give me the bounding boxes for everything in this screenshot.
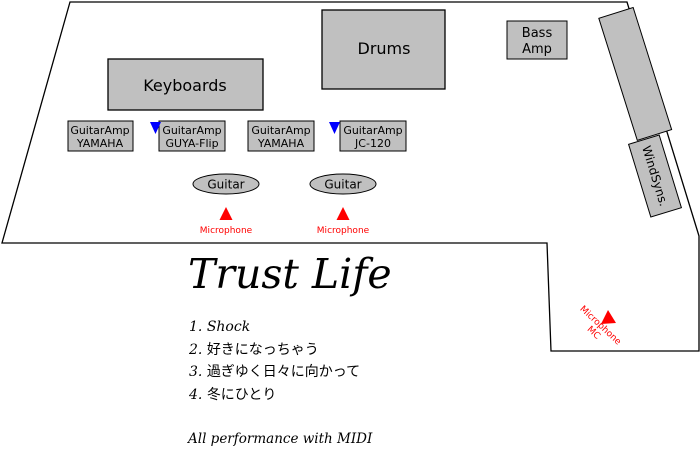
guitar-amp-3-line1: GuitarAmp [251,124,310,137]
drums-label: Drums [358,39,411,58]
guitar-amp-jc-120: GuitarAmp JC-120 [339,120,407,152]
guitar-amp-3-line2: YAMAHA [257,137,305,150]
setlist-number: 4. [189,386,203,403]
microphone-1-label: Microphone [200,226,253,236]
bass-amp-label-line2: Amp [522,42,552,57]
setlist-song: 好きになっちゃう [206,341,319,358]
setlist-song: Shock [206,319,251,335]
guitar-amp-2-line2: GUYA-Flip [165,137,218,150]
guitar-amp-guya-flip: GuitarAmp GUYA-Flip [158,120,226,152]
guitar-amp-1-line1: GuitarAmp [70,124,129,137]
setlist: 1. Shock 2. 好きになっちゃう 3. 過ぎゆく日々に向かって 4. 冬… [189,316,360,406]
guitar-position-2: Guitar [309,173,377,195]
setlist-item: 3. 過ぎゆく日々に向かって [189,361,360,384]
guitar-amp-4-line1: GuitarAmp [343,124,402,137]
microphone-2-label: Microphone [317,226,370,236]
microphone-marker-icon [219,207,233,220]
bass-amp-label-line1: Bass [522,26,553,41]
amp-direction-marker-icon [329,122,340,134]
guitar-amp-2-line1: GuitarAmp [162,124,221,137]
keyboards-box: Keyboards [107,58,264,111]
guitar-amp-4-line2: JC-120 [354,137,391,150]
bass-amp-box: Bass Amp [506,20,568,60]
right-equipment-strip [598,6,673,142]
setlist-song: 冬にひとり [206,386,277,403]
show-title: Trust Life [188,250,392,298]
setlist-item: 4. 冬にひとり [189,384,360,407]
microphone-marker-icon [336,207,350,220]
guitar-amp-1-line2: YAMAHA [76,137,124,150]
setlist-item: 1. Shock [189,316,360,339]
wind-synth-box: WindSyns. [627,134,683,218]
guitar-position-1: Guitar [192,173,260,195]
guitar-1-label: Guitar [207,178,244,192]
setlist-number: 1. [189,319,203,335]
mc-microphone-marker-icon [601,310,616,324]
setlist-item: 2. 好きになっちゃう [189,339,360,362]
drums-box: Drums [321,9,446,90]
keyboards-label: Keyboards [143,76,227,95]
setlist-song: 過ぎゆく日々に向かって [206,364,361,380]
performance-note: All performance with MIDI [188,431,373,447]
guitar-amp-yamaha-1: GuitarAmp YAMAHA [67,120,134,152]
guitar-amp-yamaha-2: GuitarAmp YAMAHA [247,120,315,152]
guitar-2-label: Guitar [324,178,361,192]
setlist-number: 2. [189,341,203,358]
amp-direction-marker-icon [150,122,161,134]
setlist-number: 3. [189,364,203,380]
